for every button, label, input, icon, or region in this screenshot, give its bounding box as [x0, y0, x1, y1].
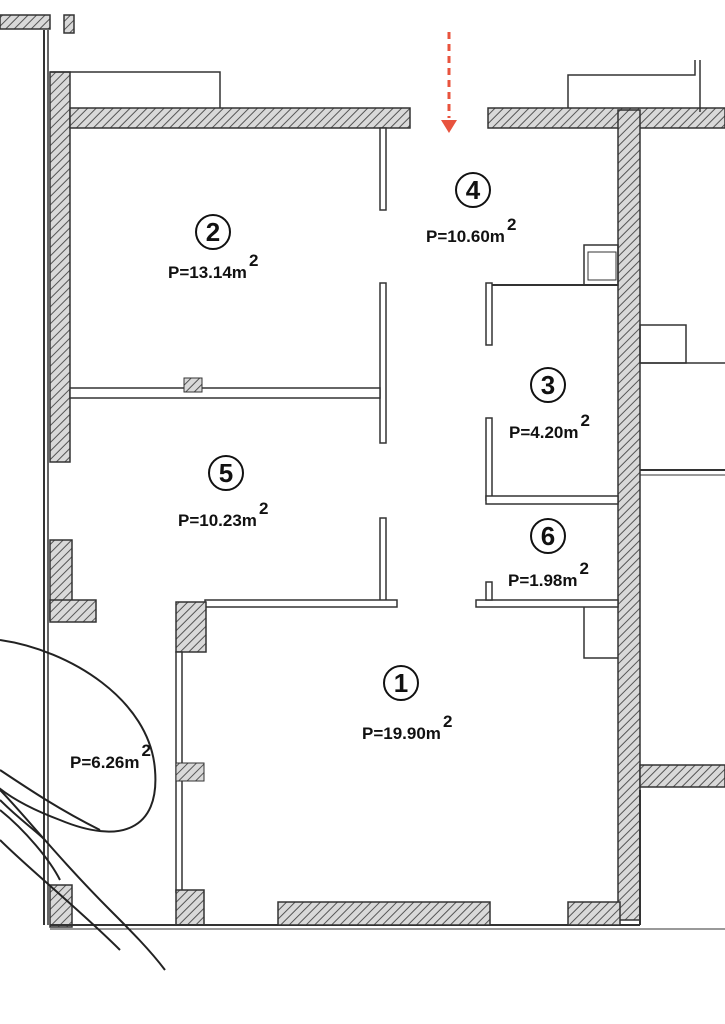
room-number-2: 2	[195, 214, 231, 250]
right-bearing-wall	[617, 109, 725, 925]
top-left-wall-fragment	[0, 14, 75, 34]
room3-room6-walls	[485, 244, 619, 659]
room1-walls	[50, 581, 725, 930]
partition-room5	[204, 517, 398, 608]
left-exterior-wall	[43, 30, 97, 928]
room-number-3: 3	[530, 367, 566, 403]
top-wall-right	[487, 60, 725, 129]
room-number-4: 4	[455, 172, 491, 208]
top-wall-left	[50, 71, 411, 129]
room-number-6: 6	[530, 518, 566, 554]
entry-arrow-icon	[441, 32, 457, 133]
room-area-1: P=19.90m2	[362, 712, 453, 743]
balcony-area: P=6.26m2	[70, 741, 151, 772]
room-area-5: P=10.23m2	[178, 499, 269, 530]
room-number-1: 1	[383, 665, 419, 701]
room-area-2: P=13.14m2	[168, 251, 259, 282]
partition-room2	[69, 127, 387, 444]
room-area-4: P=10.60m2	[426, 215, 517, 246]
room-number-5: 5	[208, 455, 244, 491]
pen-scribble	[0, 639, 166, 971]
room-area-6: P=1.98m2	[508, 559, 589, 590]
room-area-3: P=4.20m2	[509, 411, 590, 442]
